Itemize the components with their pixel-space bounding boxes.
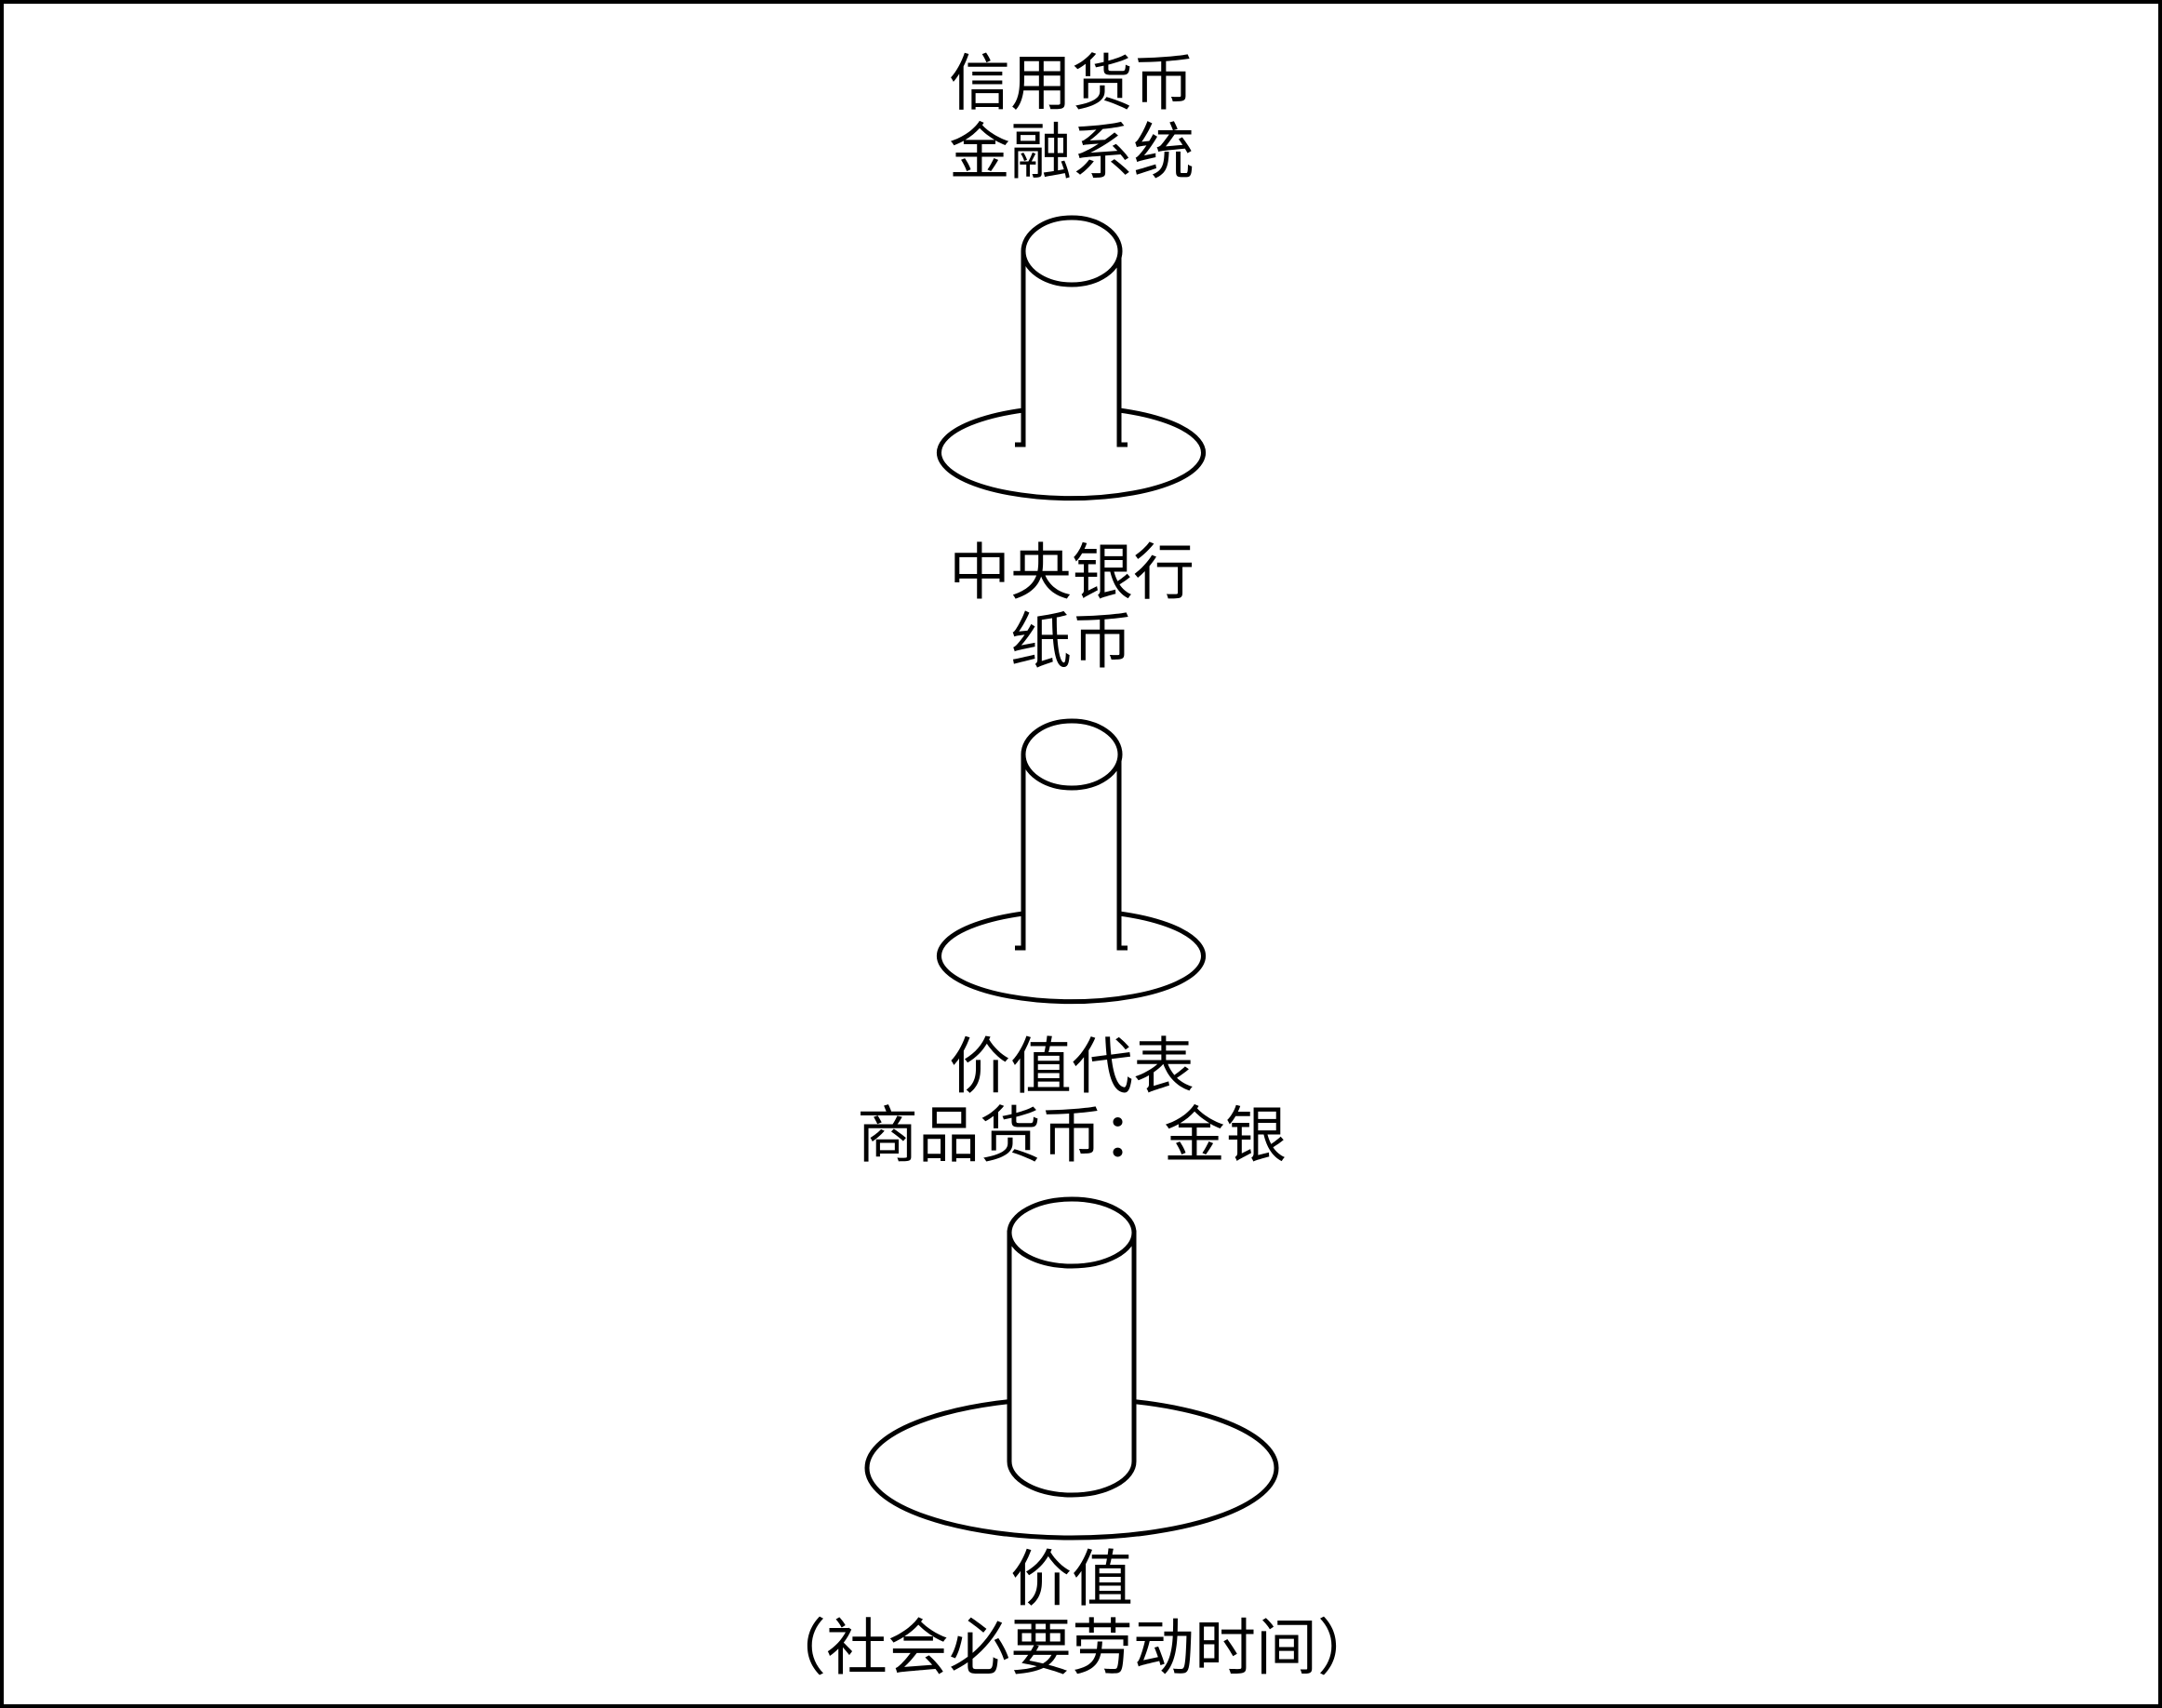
pillar-middle: [937, 718, 1206, 1005]
label-value: 价值: [1010, 1543, 1133, 1615]
pillar-top: [937, 215, 1206, 501]
pillar-middle-cap: [1021, 718, 1123, 791]
pillar-top-cap: [1021, 215, 1123, 287]
label-commodity-money: 商品货币：金银: [857, 1100, 1287, 1171]
pillar-bottom-cap: [1007, 1196, 1137, 1269]
label-paper-money: 纸币: [1010, 606, 1133, 677]
label-central-bank: 中央银行: [949, 537, 1194, 608]
pillar-bottom: [864, 1196, 1279, 1541]
pillar-middle-body: [1015, 754, 1128, 951]
pillar-middle-base: [937, 911, 1206, 1005]
pillar-top-body: [1015, 251, 1128, 447]
label-value-representative: 价值代表: [949, 1031, 1194, 1102]
pillar-top-base: [937, 407, 1206, 501]
label-socially-necessary-labor-time: （社会必要劳动时间）: [765, 1612, 1379, 1684]
label-credit-currency: 信用货币: [949, 47, 1194, 119]
label-financial-system: 金融系统: [949, 116, 1194, 188]
pillar-bottom-body: [1007, 1230, 1137, 1498]
